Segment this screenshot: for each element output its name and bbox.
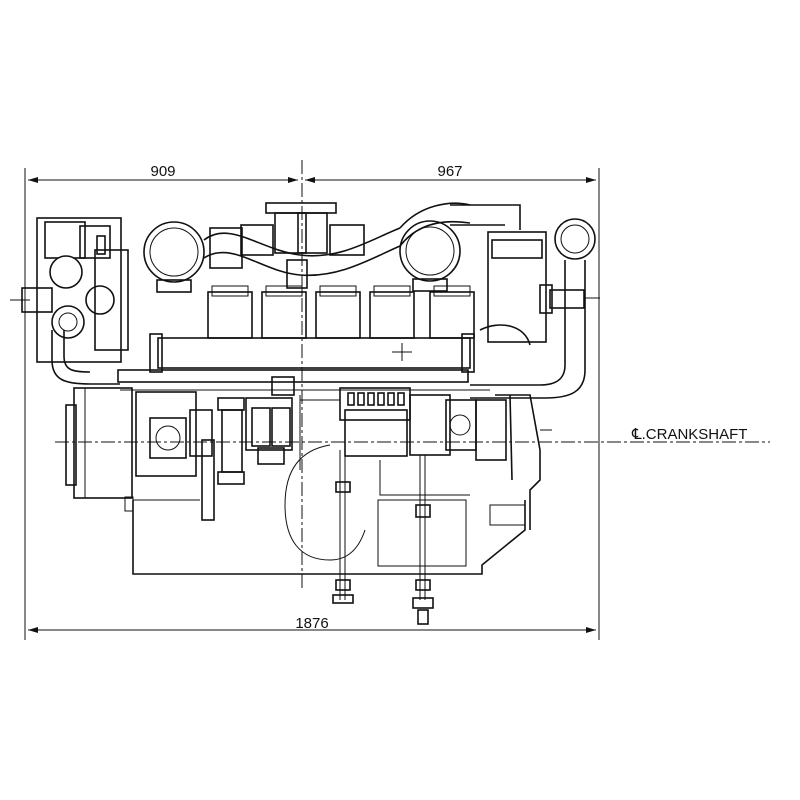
oil-pan (132, 499, 526, 575)
wiring-harness (284, 395, 470, 625)
starter-motor (135, 391, 215, 521)
right-cooler (450, 204, 600, 399)
dimension-left-label: 909 (150, 163, 175, 180)
exhaust-pipe (203, 202, 471, 277)
fuel-injection-pump (300, 387, 507, 461)
cylinder-head-cover (315, 285, 361, 339)
charge-air-elbow (209, 202, 365, 289)
dimension-top: 909 967 (24, 163, 600, 640)
cylinder-head-cover (207, 285, 253, 339)
cylinder-head-cover (369, 285, 415, 339)
fuel-filter (245, 376, 295, 465)
flywheel-housing (65, 387, 134, 512)
dimension-right-label: 967 (437, 163, 462, 180)
dimension-overall-label: 1876 (295, 615, 328, 632)
block-right-edge (489, 394, 552, 530)
intake-manifold (149, 333, 475, 373)
lower-tube (117, 369, 490, 391)
cylinder-head-cover (429, 285, 475, 339)
oil-filter (217, 397, 245, 485)
cylinder-head-row (207, 285, 475, 339)
crankshaft-label: ℄.CRANKSHAFT (631, 426, 747, 443)
turbocharger-left (143, 221, 205, 293)
cylinder-head-cover (261, 285, 307, 339)
turbocharger-right (399, 220, 461, 292)
dimension-bottom: 1876 (28, 615, 596, 633)
front-gear-housing (10, 217, 129, 385)
